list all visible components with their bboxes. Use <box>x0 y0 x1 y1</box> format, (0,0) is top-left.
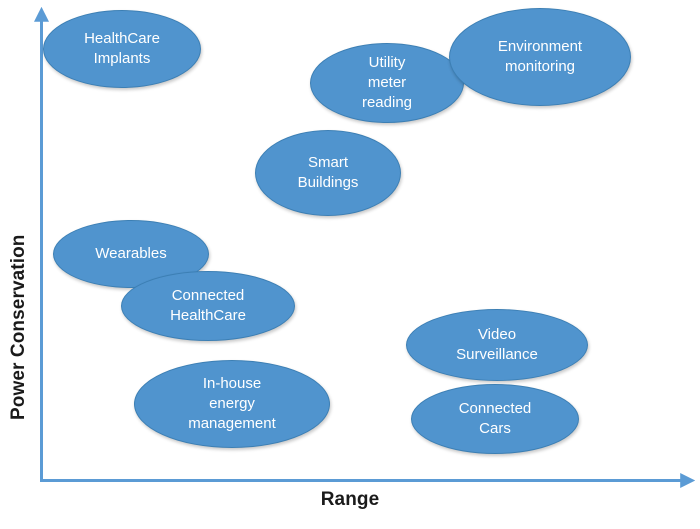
y-axis-title: Power Conservation <box>8 234 29 420</box>
x-axis-title: Range <box>320 489 380 510</box>
bubble-label: Wearables <box>95 245 167 263</box>
